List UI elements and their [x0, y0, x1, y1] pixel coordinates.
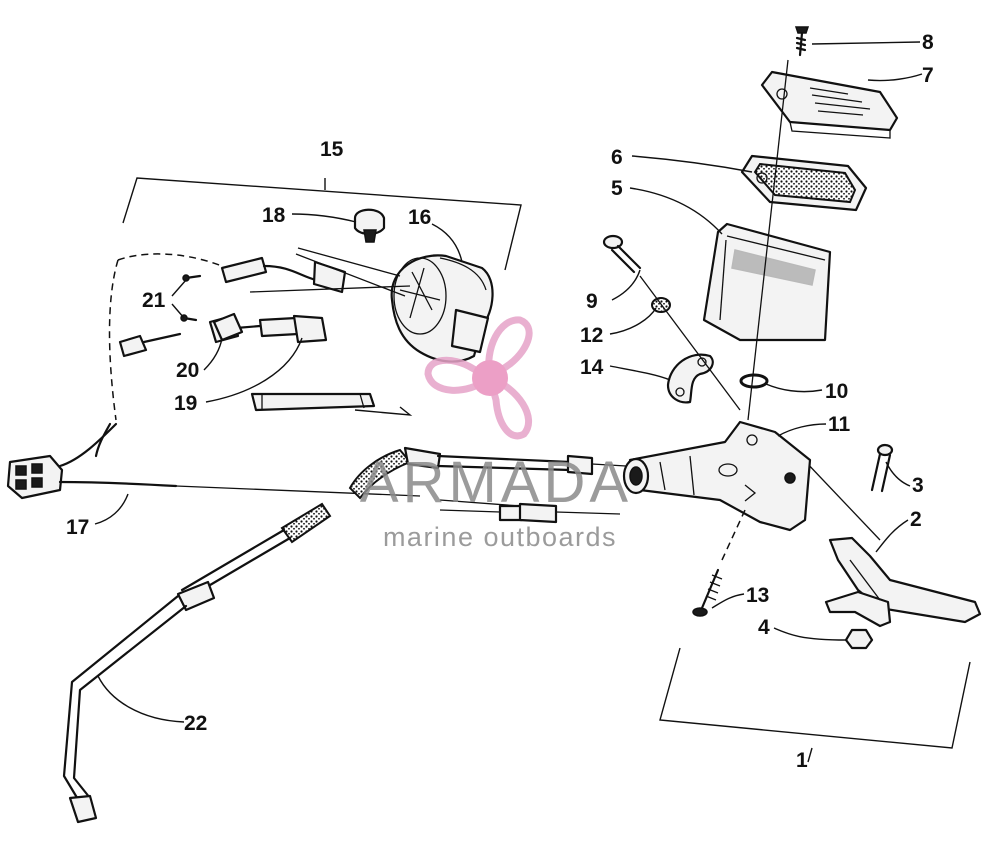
callout-14: 14 [580, 356, 604, 379]
callout-22: 22 [184, 712, 207, 735]
assembly-bracket-15 [122, 177, 522, 416]
callout-12: 12 [580, 324, 603, 347]
part-20-bracket [212, 312, 244, 342]
callout-16: 16 [408, 206, 431, 229]
callout-21: 21 [142, 289, 166, 312]
propeller-logo-icon [424, 316, 533, 440]
callout-17: 17 [66, 516, 89, 539]
callout-9: 9 [586, 290, 598, 313]
leader-lines [94, 41, 923, 723]
callout-15: 15 [320, 138, 344, 161]
watermark-tagline: marine outboards [383, 522, 617, 552]
part-22-brake-line [62, 502, 332, 824]
part-11-master-cylinder [622, 420, 812, 532]
callout-labels: 1 2 3 4 5 6 7 8 9 10 11 12 13 14 15 16 1… [66, 31, 934, 772]
part-13-screw [692, 509, 746, 617]
callout-1: 1 [796, 749, 808, 772]
part-9-bolt [602, 234, 642, 274]
part-5-reservoir [702, 222, 832, 342]
callout-13: 13 [746, 584, 769, 607]
callout-7: 7 [922, 64, 934, 87]
watermark: ARMADA marine outboards [360, 316, 632, 552]
part-3-pivot-bolt [870, 443, 894, 493]
part-18-switch-knob [353, 208, 386, 243]
part-14-clamp [666, 353, 714, 404]
part-6-gasket [740, 154, 868, 212]
part-17-cable [94, 422, 112, 458]
part-2-brake-lever [824, 536, 982, 628]
part-4-nut [844, 628, 874, 650]
part-16-switch-housing [390, 254, 494, 363]
callout-18: 18 [262, 204, 286, 227]
callout-2: 2 [910, 508, 922, 531]
wire-connector [6, 422, 178, 500]
callout-6: 6 [611, 146, 623, 169]
assembly-bracket-1 [659, 647, 971, 763]
callout-5: 5 [611, 177, 623, 200]
part-7-cover-plate [760, 70, 899, 139]
callout-4: 4 [758, 616, 770, 639]
callout-3: 3 [912, 474, 924, 497]
callout-10: 10 [825, 380, 848, 403]
brake-hose [348, 446, 627, 500]
callout-20: 20 [176, 359, 199, 382]
watermark-brand: ARMADA [360, 450, 632, 515]
brake-light-switch [439, 502, 621, 524]
part-10-o-ring [739, 373, 769, 389]
part-8-screw [794, 26, 810, 57]
switch-harness [118, 247, 411, 412]
callout-19: 19 [174, 392, 197, 415]
callout-8: 8 [922, 31, 934, 54]
callout-11: 11 [828, 413, 851, 436]
